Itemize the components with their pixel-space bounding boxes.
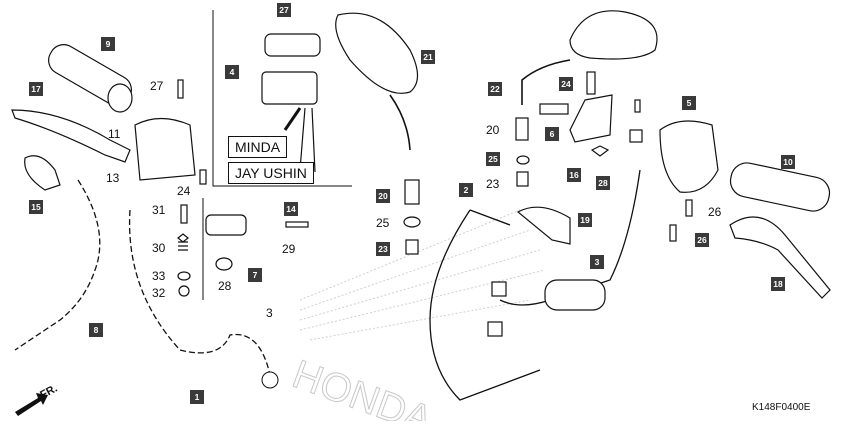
callout-18: 18 bbox=[771, 277, 785, 291]
callout-26b: 26 bbox=[695, 233, 709, 247]
callout-22: 22 bbox=[488, 82, 502, 96]
label-27: 27 bbox=[150, 79, 164, 93]
label-33: 33 bbox=[152, 269, 166, 283]
label-31: 31 bbox=[152, 203, 166, 217]
callout-20: 20 bbox=[376, 189, 390, 203]
callout-25: 25 bbox=[486, 152, 500, 166]
diagram-code: K148F0400E bbox=[752, 402, 811, 413]
callout-4: 4 bbox=[225, 65, 239, 79]
tag-jay-ushin: JAY USHIN bbox=[228, 162, 314, 184]
label-11: 11 bbox=[108, 127, 121, 141]
watermark-text: HONDA bbox=[287, 352, 438, 421]
callout-17: 17 bbox=[29, 82, 43, 96]
callout-1: 1 bbox=[190, 390, 204, 404]
callout-6: 6 bbox=[545, 127, 559, 141]
callout-19: 19 bbox=[578, 213, 592, 227]
callout-23: 23 bbox=[376, 242, 390, 256]
callout-24: 24 bbox=[559, 77, 573, 91]
callout-5: 5 bbox=[682, 96, 696, 110]
callout-16: 16 bbox=[567, 168, 581, 182]
callout-10: 10 bbox=[781, 155, 795, 169]
label-23: 23 bbox=[486, 177, 500, 191]
label-25: 25 bbox=[376, 216, 390, 230]
callout-8: 8 bbox=[89, 323, 103, 337]
label-30: 30 bbox=[152, 241, 166, 255]
callout-14: 14 bbox=[284, 202, 298, 216]
grip-left bbox=[48, 44, 133, 113]
callout-21: 21 bbox=[421, 50, 435, 64]
callout-27: 27 bbox=[277, 3, 291, 17]
callout-2: 2 bbox=[459, 183, 473, 197]
label-20: 20 bbox=[486, 123, 500, 137]
callout-7: 7 bbox=[248, 268, 262, 282]
label-3: 3 bbox=[266, 306, 273, 320]
label-32: 32 bbox=[152, 286, 166, 300]
callout-3: 3 bbox=[590, 255, 604, 269]
label-28: 28 bbox=[218, 279, 232, 293]
label-26: 26 bbox=[708, 205, 722, 219]
tag-minda: MINDA bbox=[228, 136, 288, 158]
honda-watermark bbox=[299, 209, 546, 341]
label-24: 24 bbox=[177, 184, 191, 198]
callout-9: 9 bbox=[101, 37, 115, 51]
callout-15: 15 bbox=[29, 200, 43, 214]
label-13: 13 bbox=[106, 171, 120, 185]
label-29: 29 bbox=[282, 242, 296, 256]
callout-28: 28 bbox=[596, 176, 610, 190]
